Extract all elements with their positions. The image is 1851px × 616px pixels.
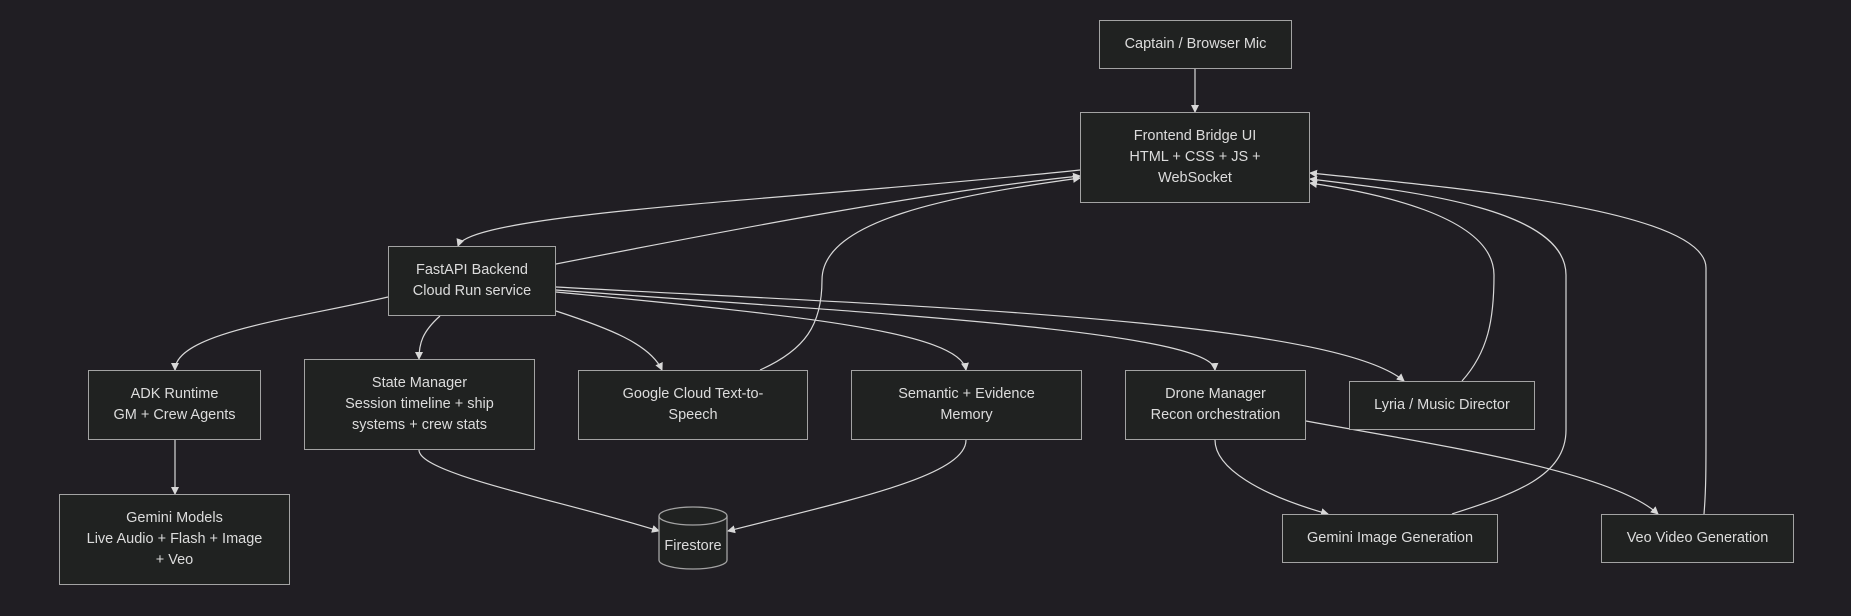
node-fastapi-label: FastAPI Backend Cloud Run service <box>412 262 532 299</box>
edge-tts-frontend <box>759 174 1081 371</box>
node-fastapi-backend: FastAPI Backend Cloud Run service <box>388 246 556 316</box>
node-lyria-label: Lyria / Music Director <box>1374 397 1510 413</box>
node-firestore-label: Firestore <box>664 538 722 554</box>
node-veo-video-generation: Veo Video Generation <box>1601 514 1794 563</box>
node-memory-label: Semantic + Evidence Memory <box>898 386 1035 423</box>
node-gemini-models-label: Gemini Models Live Audio + Flash + Image… <box>86 510 263 568</box>
node-drone-manager: Drone Manager Recon orchestration <box>1125 370 1306 440</box>
edge-state-firestore <box>418 449 660 533</box>
node-captain-label: Captain / Browser Mic <box>1124 36 1267 52</box>
node-firestore: Firestore <box>659 538 727 554</box>
node-drone-label: Drone Manager Recon orchestration <box>1150 386 1281 423</box>
node-tts-label: Google Cloud Text-to- Speech <box>622 386 764 423</box>
edge-drone-image <box>1214 439 1329 516</box>
edge-fastapi-drone <box>555 289 1219 371</box>
node-state-manager-label: State Manager Session timeline + ship sy… <box>345 375 494 433</box>
edge-fastapi-adk <box>171 296 389 371</box>
edge-memory-firestore <box>727 439 967 534</box>
edge-image-frontend <box>1309 175 1567 515</box>
node-google-cloud-tts: Google Cloud Text-to- Speech <box>578 370 808 440</box>
node-gemini-image-label: Gemini Image Generation <box>1306 530 1474 546</box>
node-veo-label: Veo Video Generation <box>1626 530 1769 546</box>
node-state-manager: State Manager Session timeline + ship sy… <box>304 359 535 450</box>
node-adk-runtime: ADK Runtime GM + Crew Agents <box>88 370 261 440</box>
edge-fastapi-state <box>415 315 441 360</box>
node-gemini-image-generation: Gemini Image Generation <box>1282 514 1498 563</box>
node-gemini-models: Gemini Models Live Audio + Flash + Image… <box>59 494 290 585</box>
node-frontend-bridge-ui: Frontend Bridge UI HTML + CSS + JS + Web… <box>1080 112 1310 203</box>
node-semantic-evidence-memory: Semantic + Evidence Memory <box>851 370 1082 440</box>
edge-fastapi-frontend <box>555 172 1081 265</box>
firestore-cylinder <box>658 506 728 570</box>
node-frontend-label: Frontend Bridge UI HTML + CSS + JS + Web… <box>1129 128 1261 186</box>
edge-lyria-frontend <box>1309 180 1495 382</box>
edge-frontend-fastapi <box>456 169 1081 247</box>
edge-veo-frontend <box>1309 169 1707 515</box>
edge-drone-veo <box>1305 420 1659 515</box>
edge-fastapi-tts <box>555 310 663 371</box>
edge-fastapi-lyria <box>555 286 1405 382</box>
node-lyria-music-director: Lyria / Music Director <box>1349 381 1535 430</box>
node-captain-browser-mic: Captain / Browser Mic <box>1099 20 1292 69</box>
edge-fastapi-memory <box>555 291 969 371</box>
node-adk-label: ADK Runtime GM + Crew Agents <box>113 386 236 423</box>
